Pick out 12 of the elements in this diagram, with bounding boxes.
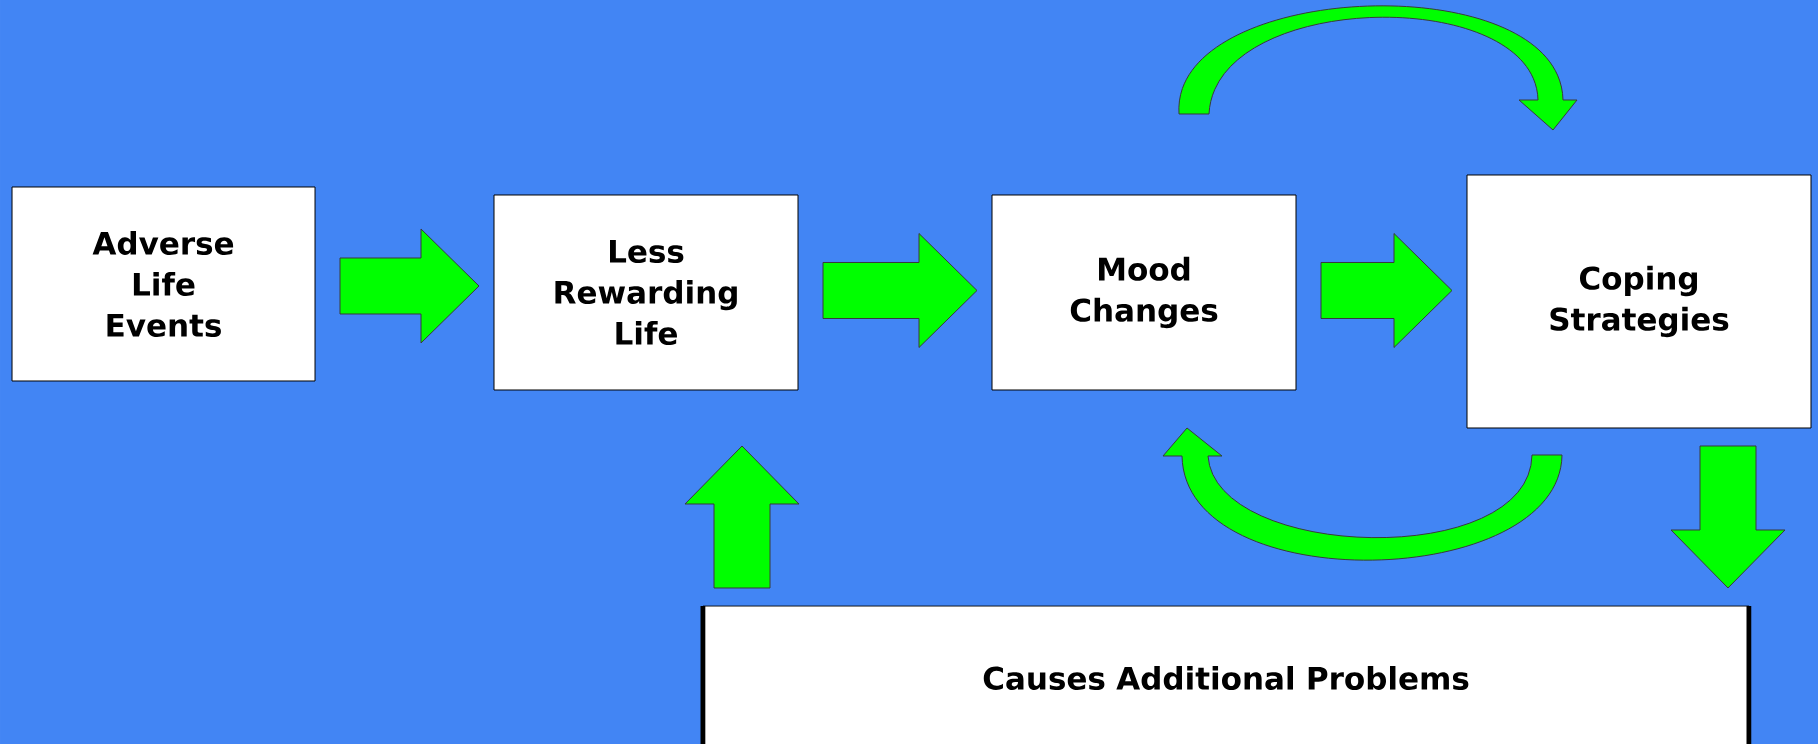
arrow [1162,427,1563,561]
process-box: Adverse Life Events [11,186,316,382]
arrow [684,445,800,589]
process-box: Causes Additional Problems [700,605,1752,744]
process-box: Mood Changes [991,194,1297,391]
process-box: Less Rewarding Life [493,194,799,391]
process-box: Coping Strategies [1466,174,1812,429]
arrow [1178,5,1578,131]
arrow [822,233,978,348]
arrow [339,228,480,344]
arrow [1320,233,1453,348]
arrow [1670,445,1786,589]
